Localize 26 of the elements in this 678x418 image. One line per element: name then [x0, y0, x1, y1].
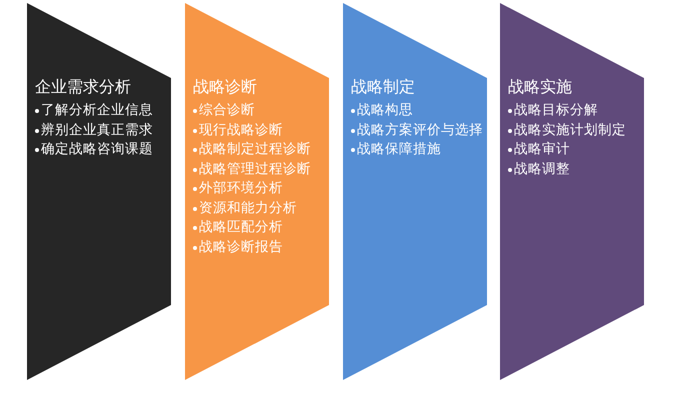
bullet-item: 了解分析企业信息 — [35, 101, 167, 120]
stage-heading: 战略实施 — [508, 76, 573, 98]
bullet-item: 外部环境分析 — [193, 179, 325, 198]
bullet-item: 战略保障措施 — [351, 140, 483, 160]
bullet-item: 战略制定过程诊断 — [193, 140, 325, 160]
bullet-item: 综合诊断 — [193, 101, 325, 120]
bullet-item: 战略管理过程诊断 — [193, 160, 325, 179]
stage-heading: 战略诊断 — [193, 76, 258, 98]
bullet-item: 战略方案评价与选择 — [351, 120, 483, 140]
stage-heading: 战略制定 — [351, 76, 416, 98]
bullet-item: 战略诊断报告 — [193, 238, 325, 257]
bullet-item: 战略构思 — [351, 101, 483, 120]
bullet-item: 战略调整 — [508, 160, 640, 179]
bullet-item: 战略实施计划制定 — [508, 120, 640, 140]
chevron-shape — [27, 3, 171, 380]
bullet-item: 资源和能力分析 — [193, 198, 325, 218]
chevron-shape — [343, 3, 487, 380]
chevron-shape — [500, 3, 644, 380]
bullet-item: 战略目标分解 — [508, 101, 640, 120]
bullet-item: 辨别企业真正需求 — [35, 120, 167, 140]
stage-heading: 企业需求分析 — [35, 76, 132, 98]
bullet-item: 现行战略诊断 — [193, 120, 325, 140]
bullet-item: 战略审计 — [508, 140, 640, 160]
chevron-shape — [185, 3, 329, 380]
bullet-item: 战略匹配分析 — [193, 218, 325, 238]
bullet-item: 确定战略咨询课题 — [35, 140, 167, 160]
